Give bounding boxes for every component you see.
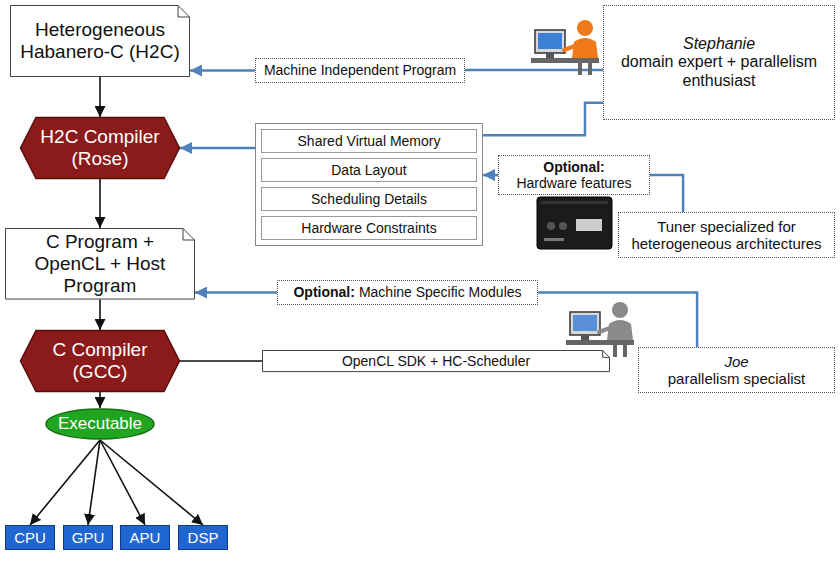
input-label-box: Machine Independent Program: [255, 58, 465, 83]
node-text: DSP: [188, 529, 219, 546]
node-text: Executable: [58, 414, 142, 434]
user-at-computer-icon: [566, 302, 634, 357]
feature-item-box: Shared Virtual Memory: [261, 129, 477, 153]
input-label-box: Optional:Hardware features: [498, 155, 650, 195]
connector: [180, 360, 262, 362]
connector: [100, 440, 203, 525]
node-text: Tuner specialized for heterogeneous arch…: [625, 218, 828, 253]
node-text: Stephanie: [683, 35, 755, 53]
connector: [99, 179, 101, 228]
node-text: Optional:: [293, 284, 354, 300]
source-document: Heterogeneous Habanero-C (H2C): [10, 5, 190, 77]
connector: [99, 300, 101, 330]
feature-item-box: Hardware Constraints: [261, 216, 477, 240]
node-text: OpenCL SDK + HC-Scheduler: [342, 353, 530, 369]
node-text: Scheduling Details: [311, 191, 427, 207]
user-at-computer-icon: [531, 20, 599, 75]
executable-ellipse: Executable: [45, 408, 155, 440]
actor-box: Stephaniedomain expert + parallelism ent…: [603, 5, 835, 120]
target-device-box: DSP: [178, 525, 228, 550]
node-text: GPU: [72, 529, 105, 546]
node-text: Machine Independent Program: [264, 62, 456, 78]
target-device-box: CPU: [5, 525, 55, 550]
input-label-box: Optional: Machine Specific Modules: [277, 280, 538, 305]
generated-program-document: C Program + OpenCL + Host Program: [5, 228, 195, 300]
node-text: Machine Specific Modules: [359, 284, 522, 300]
compiler-hexagon: C Compiler (GCC): [20, 330, 180, 392]
connector: [465, 69, 603, 72]
node-text: Shared Virtual Memory: [298, 133, 441, 149]
actor-box: Tuner specialized for heterogeneous arch…: [618, 212, 835, 258]
node-text: CPU: [14, 529, 46, 546]
connector: [483, 103, 603, 136]
connector: [483, 174, 498, 177]
tuner-device-icon: [537, 197, 612, 249]
node-text: parallelism specialist: [668, 370, 806, 387]
connector: [99, 77, 101, 117]
feature-group-box: Shared Virtual MemoryData LayoutScheduli…: [255, 123, 483, 246]
node-text: H2C Compiler (Rose): [38, 126, 162, 170]
node-text: Optional:: [543, 159, 604, 175]
connector: [30, 440, 100, 525]
node-text: Data Layout: [331, 162, 407, 178]
node-text: domain expert + parallelism enthusiast: [610, 53, 828, 90]
node-text: Heterogeneous Habanero-C (H2C): [16, 19, 184, 63]
connector: [538, 293, 697, 348]
feature-item-box: Scheduling Details: [261, 187, 477, 211]
connector: [180, 147, 255, 150]
node-text: C Program + OpenCL + Host Program: [11, 231, 189, 297]
connector: [190, 69, 255, 72]
node-text: Hardware features: [516, 175, 631, 191]
sdk-document: OpenCL SDK + HC-Scheduler: [262, 350, 610, 372]
connector: [99, 392, 101, 408]
compiler-hexagon: H2C Compiler (Rose): [20, 117, 180, 179]
target-device-box: GPU: [63, 525, 113, 550]
actor-box: Joeparallelism specialist: [638, 347, 835, 393]
connector: [88, 440, 100, 525]
connector: [195, 291, 277, 294]
feature-item-box: Data Layout: [261, 158, 477, 182]
node-text: C Compiler (GCC): [38, 339, 162, 383]
node-text: Joe: [724, 353, 748, 370]
node-text: APU: [130, 529, 161, 546]
connector: [650, 175, 683, 212]
connector: [100, 440, 145, 525]
node-text: Hardware Constraints: [301, 220, 436, 236]
target-device-box: APU: [120, 525, 170, 550]
